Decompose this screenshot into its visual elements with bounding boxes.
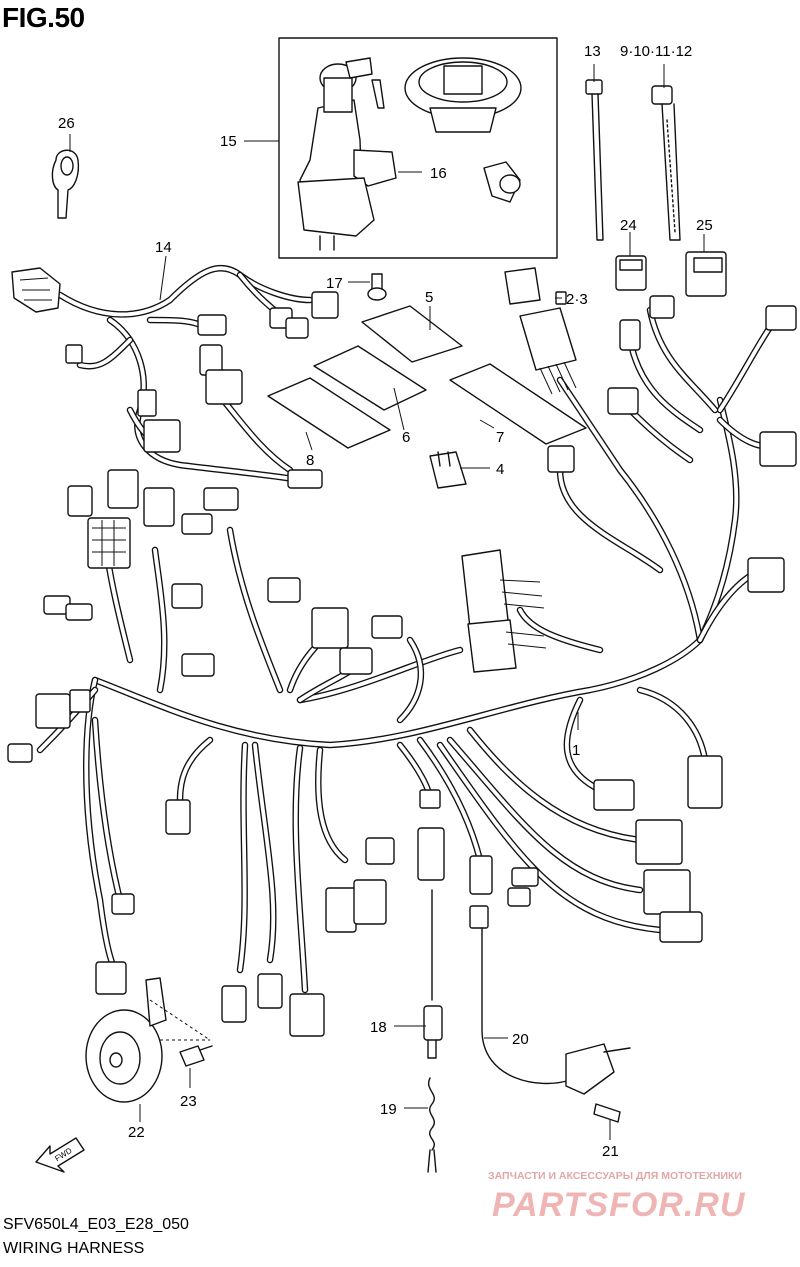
callout-20: 20 — [512, 1031, 529, 1048]
callout-8: 8 — [306, 452, 314, 469]
callout-21: 21 — [602, 1143, 619, 1160]
callout-15: 15 — [220, 133, 237, 150]
callout-23: 23 — [180, 1093, 197, 1110]
ignition-switch-group[interactable] — [278, 37, 558, 259]
callout-19: 19 — [380, 1101, 397, 1118]
sensor-20[interactable] — [481, 927, 631, 1123]
bolt-17[interactable] — [367, 273, 387, 301]
figure-code: SFV650L4_E03_E28_050 — [3, 1216, 189, 1233]
brake-switch[interactable] — [423, 889, 443, 1173]
pads[interactable] — [267, 305, 587, 449]
callout-2-3: 2·3 — [566, 291, 588, 308]
watermark-logo: PARTSFOR.RU — [492, 1186, 746, 1224]
main-harness[interactable] — [36, 306, 779, 994]
callout-13: 13 — [584, 43, 601, 60]
callout-24: 24 — [620, 217, 637, 234]
fwd-arrow-icon: FWD — [35, 1137, 85, 1173]
figure-name: WIRING HARNESS — [3, 1240, 145, 1257]
callout-6: 6 — [402, 429, 410, 446]
callout-14: 14 — [155, 239, 172, 256]
horn[interactable] — [85, 977, 213, 1103]
callout-16: 16 — [430, 165, 447, 182]
leader-lines — [69, 64, 705, 1140]
callout-25: 25 — [696, 217, 713, 234]
callout-18: 18 — [370, 1019, 387, 1036]
callout-17: 17 — [326, 275, 343, 292]
callout-1: 1 — [572, 742, 580, 759]
figure-title: FIG.50 — [2, 2, 85, 33]
sub-harness[interactable] — [56, 264, 314, 484]
relays[interactable] — [615, 251, 727, 297]
callout-4: 4 — [496, 461, 504, 478]
connectors — [7, 267, 797, 1037]
callout-7: 7 — [496, 429, 504, 446]
cover-4[interactable] — [429, 451, 467, 489]
callout-9-12: 9·10·11·12 — [620, 43, 692, 60]
cable-ties[interactable] — [585, 79, 681, 241]
callout-labels: 1 2·3 4 5 6 7 8 9·10·11·12 13 14 15 16 1… — [58, 43, 713, 1160]
callout-26: 26 — [58, 115, 75, 132]
ignition-key[interactable] — [51, 149, 80, 219]
callout-5: 5 — [425, 289, 433, 306]
callout-22: 22 — [128, 1124, 145, 1141]
watermark-tagline: ЗАПЧАСТИ И АКСЕССУАРЫ ДЛЯ МОТОТЕХНИКИ — [488, 1170, 742, 1182]
